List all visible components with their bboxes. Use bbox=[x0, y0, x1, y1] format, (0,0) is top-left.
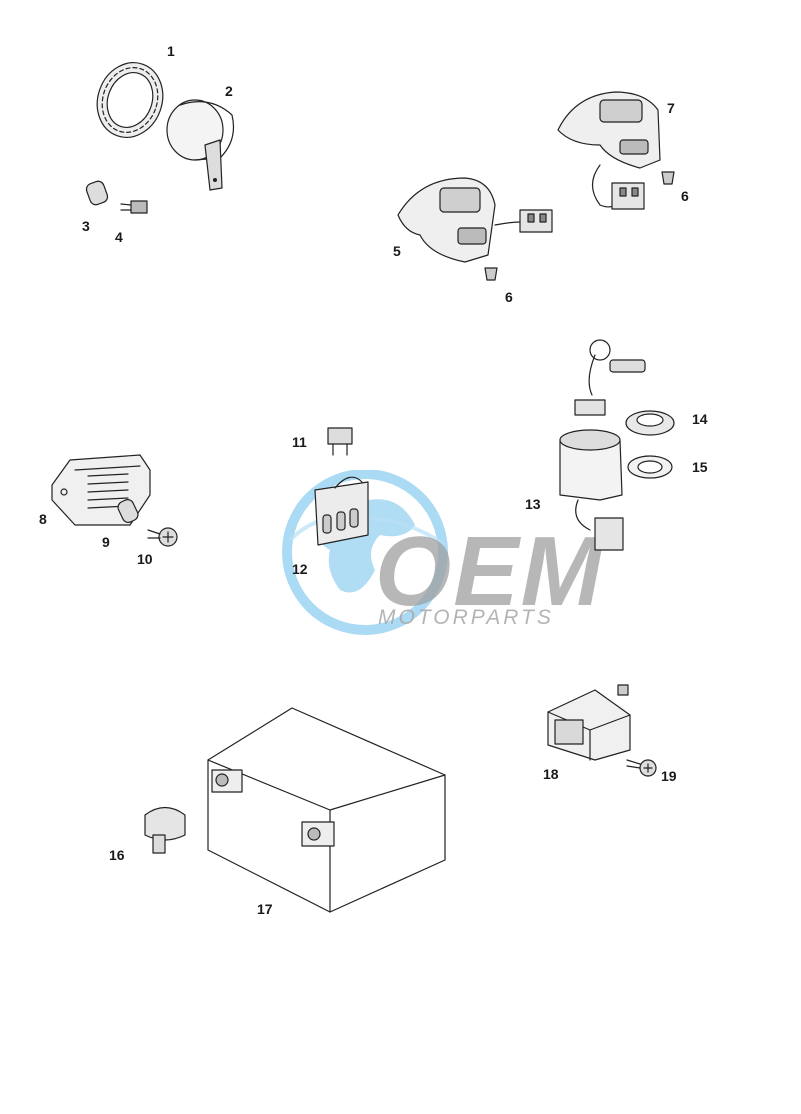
part-label-15: 15 bbox=[692, 459, 708, 475]
horn-part bbox=[166, 99, 235, 191]
part-label-3: 3 bbox=[82, 218, 90, 234]
part-label-10: 10 bbox=[137, 551, 153, 567]
watermark-tagline: MOTORPARTS bbox=[378, 606, 554, 629]
part-label-17: 17 bbox=[257, 901, 273, 917]
part-label-18: 18 bbox=[543, 766, 559, 782]
fuse-part bbox=[327, 427, 353, 456]
part-label-6a: 6 bbox=[681, 188, 689, 204]
part-label-9: 9 bbox=[102, 534, 110, 550]
part-label-5: 5 bbox=[393, 243, 401, 259]
fuse-holder-part bbox=[314, 476, 369, 546]
battery-part bbox=[207, 707, 446, 913]
terminal-cap-part bbox=[144, 806, 186, 854]
part-label-1: 1 bbox=[167, 43, 175, 59]
part-label-12: 12 bbox=[292, 561, 308, 577]
part-label-16: 16 bbox=[109, 847, 125, 863]
part-label-2: 2 bbox=[225, 83, 233, 99]
watermark-brand: OEM bbox=[375, 516, 605, 626]
horn-ring-part bbox=[96, 62, 164, 138]
part-label-13: 13 bbox=[525, 496, 541, 512]
part-label-8: 8 bbox=[39, 511, 47, 527]
screw-part-10 bbox=[147, 527, 178, 547]
part-label-19: 19 bbox=[661, 768, 677, 784]
left-switch-part bbox=[397, 177, 553, 263]
relay-part bbox=[547, 684, 631, 761]
part-label-11: 11 bbox=[292, 434, 307, 450]
part-label-7: 7 bbox=[667, 100, 675, 116]
ignition-switch-part bbox=[559, 339, 646, 551]
right-switch-part bbox=[557, 91, 661, 210]
part-label-14: 14 bbox=[692, 411, 708, 427]
part-label-6b: 6 bbox=[505, 289, 513, 305]
screw-part-4 bbox=[120, 200, 148, 214]
screw-part-19 bbox=[626, 759, 657, 777]
part-label-4: 4 bbox=[115, 229, 123, 245]
